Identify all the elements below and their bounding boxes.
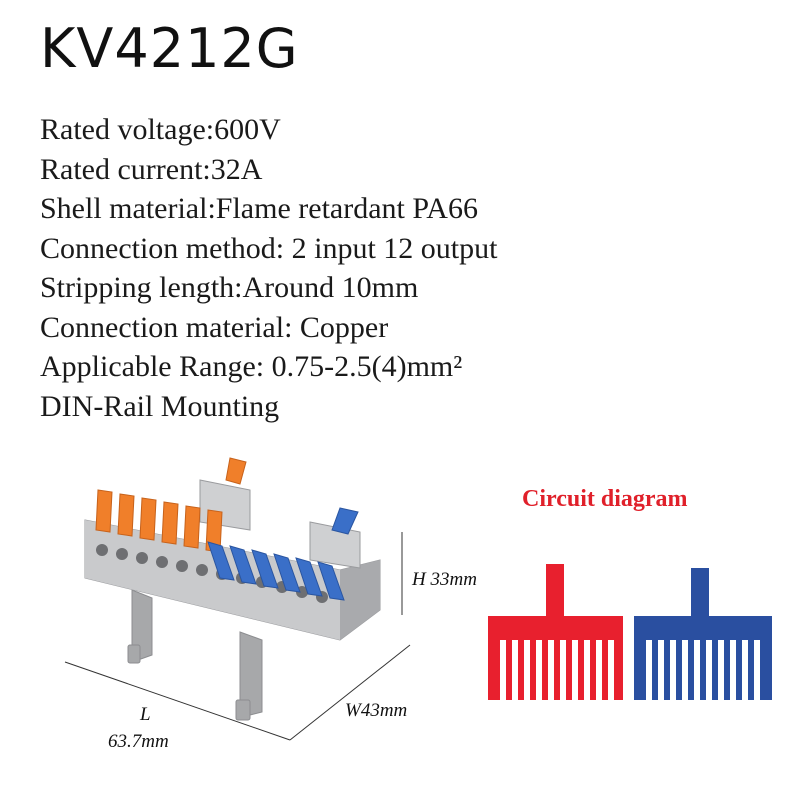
spec-connection-material: Connection material: Copper — [40, 310, 389, 344]
input-circuit-red — [488, 564, 623, 700]
spec-list: Rated voltage:600V Rated current:32A She… — [40, 110, 497, 426]
spec-mounting: DIN-Rail Mounting — [40, 389, 280, 423]
circuit-diagram-title: Circuit diagram — [522, 486, 688, 512]
product-model-title: KV4212G — [40, 17, 299, 80]
spec-applicable-range: Applicable Range: 0.75-2.5(4)mm² — [40, 350, 463, 383]
blue-levers — [207, 507, 359, 601]
spec-stripping-length: Stripping length:Around 10mm — [40, 271, 419, 304]
orange-levers — [95, 457, 247, 553]
connector-product-image: H 33mm W43mm L 63.7mm — [64, 457, 477, 752]
spec-connection-method: Connection method: 2 input 12 output — [40, 231, 498, 265]
height-dimension-label: H 33mm — [411, 569, 477, 590]
circuit-diagram — [488, 564, 772, 700]
width-dimension-label: W43mm — [345, 700, 407, 721]
spec-shell-material: Shell material:Flame retardant PA66 — [40, 192, 478, 225]
spec-rated-current: Rated current:32A — [40, 152, 263, 186]
output-circuit-blue — [634, 568, 772, 700]
length-dimension-value: 63.7mm — [108, 731, 169, 752]
length-dimension-letter: L — [139, 704, 151, 725]
spec-rated-voltage: Rated voltage:600V — [40, 113, 281, 146]
dimension-lines — [64, 532, 411, 741]
din-rail-feet — [127, 589, 263, 721]
